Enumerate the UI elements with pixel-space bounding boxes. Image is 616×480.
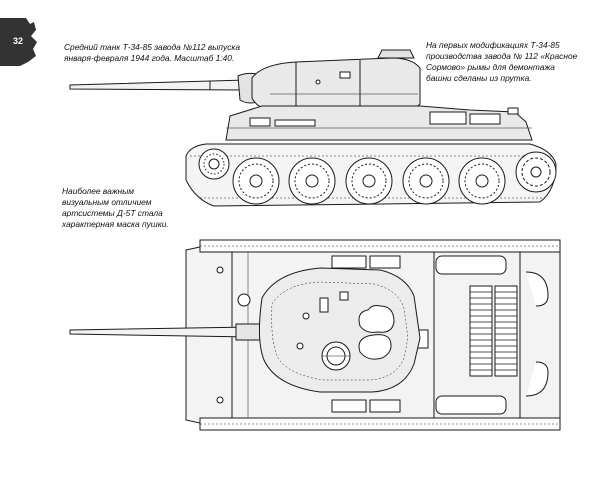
caption-top-right: На первых модификациях Т-34-85 производс…: [426, 40, 578, 84]
side-cupola: [377, 49, 415, 59]
caption-line: Средний танк Т-34-85 завода №112 выпуска: [64, 42, 241, 52]
side-road-wheel: [402, 157, 450, 205]
tank-top-view-drawing: [69, 239, 561, 431]
top-exhaust-pipe: [525, 361, 549, 397]
side-road-wheel: [232, 157, 280, 205]
top-loader-hatch: [358, 305, 395, 360]
side-road-wheel: [458, 157, 506, 205]
page-corner-mark: [0, 18, 37, 66]
side-road-wheel: [345, 157, 393, 205]
top-fuel-tank: [435, 395, 507, 415]
caption-line: Сормово» рымы для демонтажа: [426, 62, 555, 72]
caption-line: января-февраля 1944 года. Масштаб 1:40.: [64, 53, 235, 63]
caption-line: башни сделаны из прутка.: [426, 73, 532, 83]
caption-line: Наиболее важным: [62, 186, 135, 196]
caption-line: производства завода № 112 «Красное: [426, 51, 578, 61]
top-fuel-tank: [435, 255, 507, 275]
caption-line: На первых модификациях Т-34-85: [426, 40, 560, 50]
caption-top-left: Средний танк Т-34-85 завода №112 выпуска…: [64, 42, 244, 64]
side-idler-wheel: [198, 148, 230, 180]
top-engine-grille: [469, 285, 493, 377]
side-drive-sprocket: [515, 151, 557, 193]
page-number: 32: [12, 36, 23, 46]
top-engine-grille: [494, 285, 518, 377]
caption-line: визуальным отличием: [62, 197, 152, 207]
top-turret: [258, 267, 421, 393]
side-road-wheel: [288, 157, 336, 205]
top-gun-barrel: [69, 323, 267, 341]
top-commander-cupola: [321, 341, 351, 371]
caption-line: характерная маска пушки.: [62, 219, 169, 229]
side-turret: [251, 57, 421, 113]
caption-line: артсистемы Д-5Т стала: [62, 208, 163, 218]
side-gun-barrel: [69, 79, 247, 91]
caption-middle-left: Наиболее важным визуальным отличием артс…: [62, 186, 182, 230]
top-exhaust-pipe: [525, 271, 549, 307]
